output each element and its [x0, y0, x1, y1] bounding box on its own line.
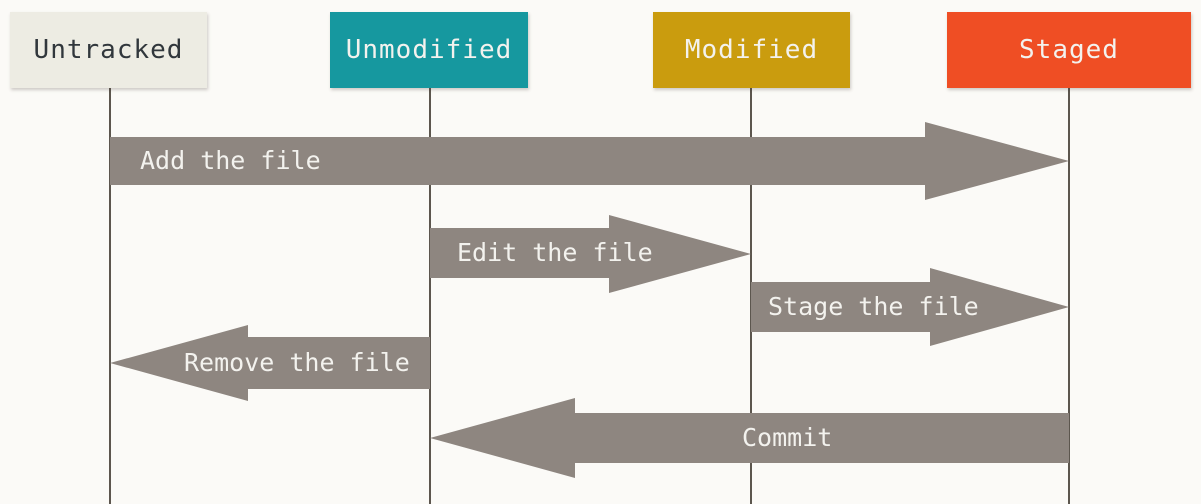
state-box-staged: Staged [947, 12, 1191, 88]
arrow-edit-the-file [430, 215, 751, 293]
arrow-label-commit: Commit [742, 423, 833, 452]
arrow-label-remove-the-file: Remove the file [184, 348, 410, 377]
state-box-untracked: Untracked [10, 12, 207, 88]
arrow-stage-the-file [751, 268, 1069, 346]
arrow-add-the-file [110, 122, 1069, 200]
state-box-modified: Modified [653, 12, 850, 88]
arrow-commit [430, 398, 1069, 478]
arrow-remove-the-file [110, 325, 430, 401]
arrow-label-add-the-file: Add the file [140, 146, 321, 175]
arrow-label-edit-the-file: Edit the file [457, 238, 653, 267]
arrow-label-stage-the-file: Stage the file [768, 292, 979, 321]
state-box-unmodified: Unmodified [330, 12, 528, 88]
